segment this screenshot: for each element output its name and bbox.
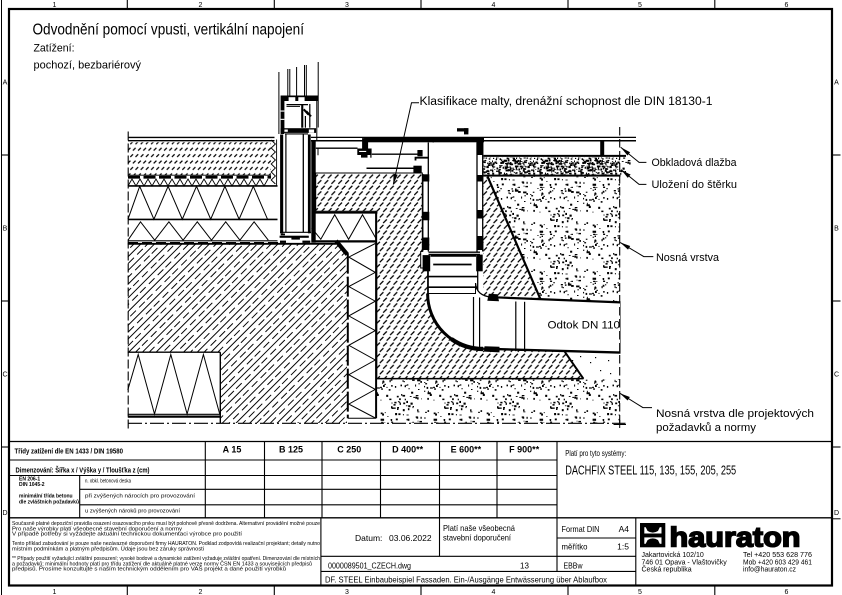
svg-text:5: 5 xyxy=(638,589,642,595)
svg-text:746 01 Opava - Vlaštovičky: 746 01 Opava - Vlaštovičky xyxy=(642,559,728,566)
svg-text:Dimenzování: Šířka x / Výška: Dimenzování: Šířka x / Výška y / Tloušťk… xyxy=(16,466,150,475)
svg-text:Platí naše všeobecná: Platí naše všeobecná xyxy=(443,523,515,533)
svg-text:B: B xyxy=(3,226,8,233)
svg-text:měřítko: měřítko xyxy=(562,542,588,552)
svg-text:Česká republika: Česká republika xyxy=(642,565,692,574)
svg-text:při zvýšených nárocích pro pro: při zvýšených nárocích pro provozování xyxy=(85,494,196,500)
svg-text:A: A xyxy=(834,80,839,87)
svg-text:3: 3 xyxy=(345,589,349,595)
svg-text:03.06.2022: 03.06.2022 xyxy=(389,533,432,543)
svg-text:4: 4 xyxy=(492,589,496,595)
svg-text:3: 3 xyxy=(345,2,349,9)
svg-text:předpisů. Prosíme konzultujte: předpisů. Prosíme konzultujte s naším te… xyxy=(12,566,286,573)
svg-text:C 250: C 250 xyxy=(337,444,361,454)
svg-text:1: 1 xyxy=(53,2,57,9)
svg-text:Třídy zatížení dle EN 1433 / D: Třídy zatížení dle EN 1433 / DIN 19580 xyxy=(15,447,124,456)
svg-text:dle zvláštních požadavků: dle zvláštních požadavků xyxy=(19,499,79,506)
svg-text:Nosná vrstva dle projektových: Nosná vrstva dle projektových xyxy=(656,408,814,420)
svg-text:DF. STEEL Einbaubeispiel Fassa: DF. STEEL Einbaubeispiel Fassaden. Ein-/… xyxy=(325,575,608,585)
svg-text:n. obkl. betonová deska: n. obkl. betonová deska xyxy=(85,479,131,485)
svg-text:2: 2 xyxy=(199,2,203,9)
svg-text:0000089501_CZECH.dwg: 0000089501_CZECH.dwg xyxy=(328,561,411,570)
svg-text:Tento příklad zabudování je po: Tento příklad zabudování je pouze naše n… xyxy=(12,541,320,547)
svg-text:Tel +420 553 628 776: Tel +420 553 628 776 xyxy=(743,552,812,559)
svg-text:Odvodnění pomocí vpusti, verti: Odvodnění pomocí vpusti, vertikální napo… xyxy=(33,21,305,38)
svg-text:F 900**: F 900** xyxy=(509,444,540,454)
svg-text:stavební doporučení: stavební doporučení xyxy=(443,533,512,543)
svg-text:u zvýšených nároků pro provozo: u zvýšených nároků pro provozování xyxy=(85,508,181,515)
svg-text:Nosná vrstva: Nosná vrstva xyxy=(656,252,720,264)
svg-text:V případě potřeby si vyžádejte: V případě potřeby si vyžádejte aktuální … xyxy=(12,532,243,538)
svg-text:místním podmínkám a platným př: místním podmínkám a platným předpisům. Ú… xyxy=(12,546,204,553)
svg-text:C: C xyxy=(2,372,7,379)
svg-text:Platí pro tyto systémy:: Platí pro tyto systémy: xyxy=(565,448,626,458)
svg-text:A: A xyxy=(3,80,8,87)
svg-text:a požadavků; minimální hodnoty: a požadavků; minimální hodnoty platí pro… xyxy=(12,560,312,567)
svg-text:D: D xyxy=(2,510,7,517)
svg-text:4: 4 xyxy=(492,2,496,9)
svg-text:1:5: 1:5 xyxy=(617,542,629,552)
svg-text:DACHFIX STEEL 115, 135, 155, 2: DACHFIX STEEL 115, 135, 155, 205, 255 xyxy=(565,463,736,478)
svg-text:C: C xyxy=(834,372,839,379)
svg-text:Současně platné depoziční prav: Současně platné depoziční pravidla osaze… xyxy=(12,521,320,527)
svg-text:DIN 1045-2: DIN 1045-2 xyxy=(19,482,45,488)
svg-text:minimální třída betonu: minimální třída betonu xyxy=(19,494,73,500)
svg-text:Obkladová dlažba: Obkladová dlažba xyxy=(652,157,738,169)
svg-text:Mob +420 603 429 461: Mob +420 603 429 461 xyxy=(743,559,812,566)
svg-text:Zatížení:: Zatížení: xyxy=(34,42,75,54)
svg-text:5: 5 xyxy=(638,2,642,9)
svg-text:Pro naše výrobky platí všeobec: Pro naše výrobky platí všeobecné stavebn… xyxy=(12,526,182,532)
svg-text:pochozí, bezbariérový: pochozí, bezbariérový xyxy=(34,59,142,71)
svg-text:A4: A4 xyxy=(619,524,630,534)
svg-text:požadavků a normy: požadavků a normy xyxy=(656,422,756,434)
svg-text:1: 1 xyxy=(53,589,57,595)
svg-text:Uložení do štěrku: Uložení do štěrku xyxy=(652,179,738,191)
svg-text:B 125: B 125 xyxy=(279,444,303,454)
svg-text:EBBw: EBBw xyxy=(564,561,583,570)
svg-text:Datum:: Datum: xyxy=(355,533,382,543)
svg-text:Odtok DN 110: Odtok DN 110 xyxy=(548,319,621,331)
svg-text:** Případy použití vyžadující: ** Případy použití vyžadující zvláštní p… xyxy=(12,556,320,562)
svg-text:6: 6 xyxy=(785,2,789,9)
svg-text:Format DIN: Format DIN xyxy=(562,524,600,534)
svg-text:6: 6 xyxy=(785,589,789,595)
svg-text:Jakartovická 102/10: Jakartovická 102/10 xyxy=(642,552,704,559)
svg-text:EN 206-1: EN 206-1 xyxy=(19,477,40,483)
svg-text:2: 2 xyxy=(199,589,203,595)
svg-text:hauraton: hauraton xyxy=(670,522,801,553)
svg-text:info@hauraton.cz: info@hauraton.cz xyxy=(743,567,796,574)
svg-text:D: D xyxy=(834,510,839,517)
svg-text:E 600**: E 600** xyxy=(451,444,482,454)
svg-text:Klasifikace malty, drenážní sc: Klasifikace malty, drenážní schopnost dl… xyxy=(420,96,713,108)
svg-text:13: 13 xyxy=(520,561,529,570)
svg-text:A 15: A 15 xyxy=(223,444,242,454)
svg-text:D 400**: D 400** xyxy=(392,444,424,454)
svg-text:B: B xyxy=(834,226,839,233)
